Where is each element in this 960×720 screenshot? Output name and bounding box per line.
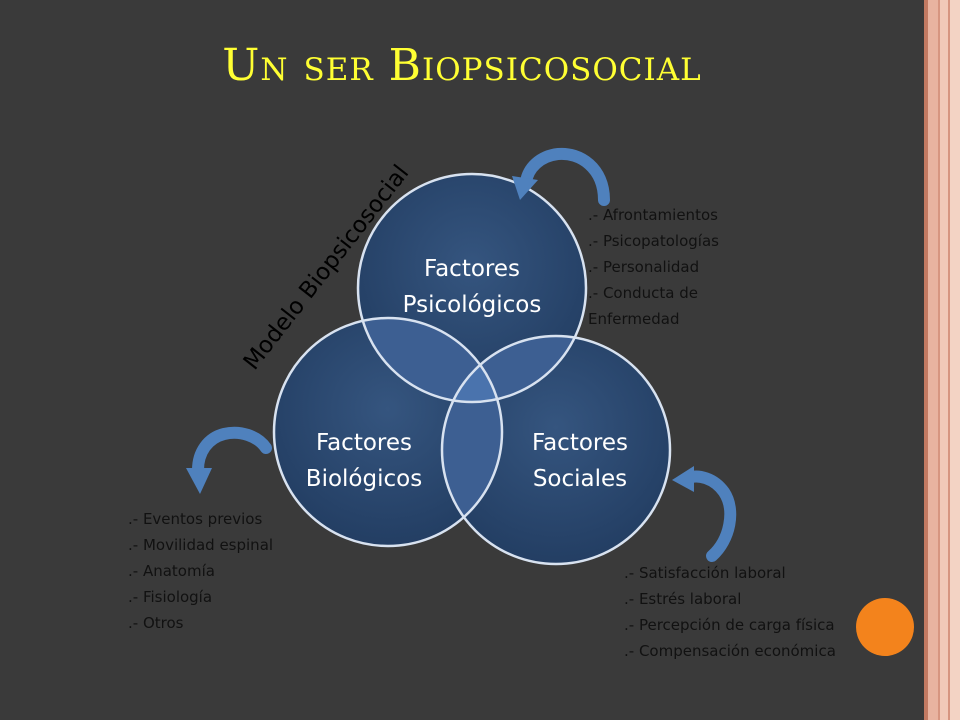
- outline-biologicos: [272, 316, 504, 548]
- list-item: .- Anatomía: [128, 562, 215, 580]
- list-item: .- Compensación económica: [624, 642, 836, 660]
- list-item: .- Afrontamientos: [588, 206, 718, 224]
- outline-sociales: [440, 334, 672, 566]
- list-item: .- Percepción de carga física: [624, 616, 835, 634]
- slide-title: Un ser Biopsicosocial: [222, 40, 702, 91]
- outline-psicologicos: [356, 172, 588, 404]
- overlap-psico-bio: [358, 318, 502, 402]
- list-psicologicos: .- Afrontamientos .- Psicopatologías .- …: [588, 202, 758, 332]
- label-bio-line1: Factores: [316, 430, 412, 456]
- list-item: .- Fisiología: [128, 588, 213, 606]
- overlap-psico-soc: [442, 336, 586, 402]
- list-item: .- Estrés laboral: [624, 590, 742, 608]
- list-item: .- Satisfacción laboral: [624, 564, 786, 582]
- list-item: .- Psicopatologías: [588, 232, 719, 250]
- list-biologicos: .- Eventos previos .- Movilidad espinal …: [128, 506, 273, 636]
- label-soc-line1: Factores: [532, 430, 628, 456]
- list-sociales: .- Satisfacción laboral .- Estrés labora…: [624, 560, 836, 664]
- label-psico-line2: Psicológicos: [403, 292, 542, 318]
- label-bio-line2: Biológicos: [306, 466, 422, 492]
- list-item: .- Personalidad: [588, 258, 700, 276]
- list-item: .- Eventos previos: [128, 510, 263, 528]
- list-item: .- Conducta de Enfermedad: [588, 284, 698, 328]
- venn-diagram: Factores Psicológicos Factores Biológico…: [186, 147, 737, 566]
- list-item: .- Movilidad espinal: [128, 536, 274, 554]
- arrow-soc-icon: [672, 466, 737, 562]
- label-psico-line1: Factores: [424, 256, 520, 282]
- arrow-psico-icon: [512, 147, 610, 206]
- accent-dot: [856, 598, 914, 656]
- label-soc-line2: Sociales: [533, 466, 627, 492]
- right-decorative-frame: [924, 0, 960, 720]
- arrow-bio-icon: [186, 426, 272, 494]
- list-item: .- Otros: [128, 614, 184, 632]
